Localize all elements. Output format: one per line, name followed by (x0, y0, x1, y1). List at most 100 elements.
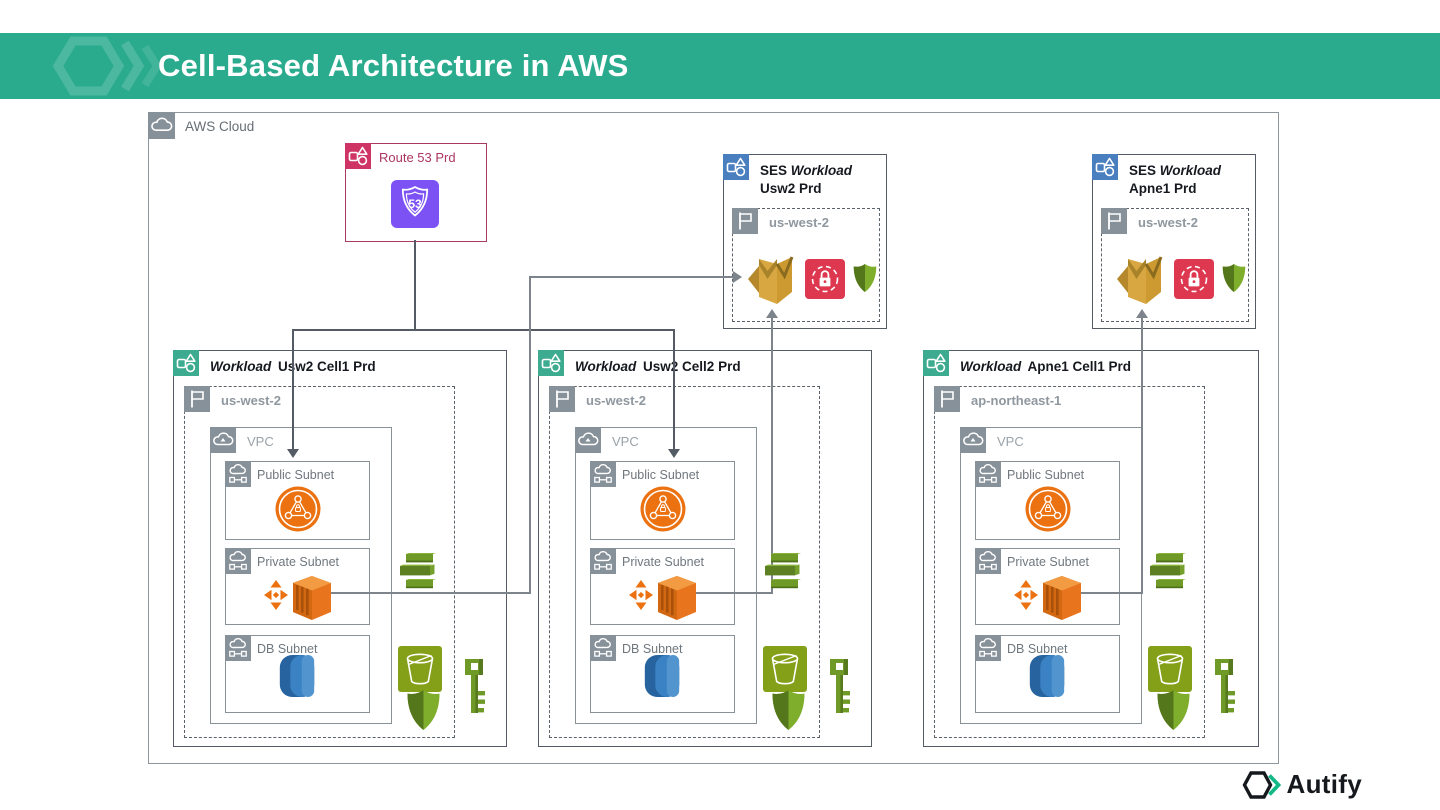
cell-title-name: Usw2 Cell1 Prd (278, 359, 376, 374)
private-subnet: Private Subnet (225, 548, 370, 625)
kms-key-icon (1210, 658, 1240, 715)
cell-title-name: Apne1 Cell1 Prd (1027, 359, 1132, 374)
subnet-label: DB Subnet (1007, 642, 1068, 656)
workload-icon (345, 143, 371, 169)
subnet-icon (590, 548, 616, 574)
cell-title-workload: Workload (960, 359, 1022, 374)
title-bar: Cell-Based Architecture in AWS (0, 33, 1440, 99)
aws-cloud-icon (148, 112, 175, 139)
public-subnet: Public Subnet (590, 461, 735, 540)
load-balancer-icon (1025, 486, 1071, 532)
public-subnet: Public Subnet (225, 461, 370, 540)
s3-bucket-icon (398, 646, 442, 692)
workload-icon (723, 154, 749, 180)
cell-title: Workload Usw2 Cell1 Prd (210, 358, 376, 376)
workload-icon (173, 350, 199, 376)
secrets-manager-icon (1174, 259, 1214, 299)
region-flag-icon (549, 386, 575, 412)
ses-title-name: Usw2 Prd (760, 180, 822, 196)
cell-apne1-cell1: Workload Apne1 Cell1 Prd ap-northeast-1 … (923, 350, 1259, 747)
cell-title: Workload Usw2 Cell2 Prd (575, 358, 741, 376)
region-label: us-west-2 (1138, 215, 1198, 230)
ses-icon (1116, 252, 1168, 306)
route53-label: Route 53 Prd (379, 150, 456, 165)
cell-title: Workload Apne1 Cell1 Prd (960, 358, 1131, 376)
region-label: us-west-2 (221, 393, 281, 408)
autify-hexagon-icon (1242, 770, 1282, 800)
ses-title-service: SES (760, 163, 788, 178)
subnet-label: DB Subnet (257, 642, 318, 656)
subnet-icon (975, 461, 1001, 487)
db-subnet: DB Subnet (225, 635, 370, 713)
subnet-icon (225, 635, 251, 661)
edge-cell1-to-ses-usw2 (529, 276, 734, 278)
private-subnet: Private Subnet (975, 548, 1120, 625)
edge-route53-fanout (292, 329, 675, 331)
kms-key-icon (460, 658, 490, 715)
vpc-group: VPC Public Subnet Private Subnet (575, 427, 757, 724)
arrowhead-into-ses-usw2-bottom (766, 309, 778, 318)
ses-icon (747, 252, 799, 306)
region-flag-icon (732, 208, 758, 234)
subnet-icon (590, 461, 616, 487)
workload-icon (538, 350, 564, 376)
brand-name: Autify (1286, 769, 1362, 799)
subnet-icon (590, 635, 616, 661)
brand-logo: Autify (1242, 769, 1362, 800)
region-group: us-west-2 VPC Public Subnet (549, 386, 820, 738)
subnet-label: Private Subnet (257, 555, 339, 569)
kms-key-icon (825, 658, 855, 715)
ses-title-service: SES (1129, 163, 1157, 178)
workload-icon (923, 350, 949, 376)
edge-route53-stem (414, 240, 416, 330)
edge-route53-to-cell2 (673, 329, 675, 451)
edge-cell1-ecs-out (330, 592, 530, 594)
subnet-icon (225, 461, 251, 487)
shield-icon (1155, 689, 1192, 731)
ecs-layers-icon (763, 553, 803, 591)
autoscaling-arrows-icon (262, 579, 290, 611)
route53-icon-number: 53 (408, 197, 422, 211)
region-flag-icon (934, 386, 960, 412)
subnet-label: DB Subnet (622, 642, 683, 656)
cell-title-workload: Workload (575, 359, 637, 374)
ses-usw2-group: SES Workload Usw2 Prd us-west-2 (723, 154, 887, 329)
region-group: us-west-2 (732, 208, 880, 322)
region-flag-icon (1101, 208, 1127, 234)
shield-icon (405, 689, 442, 731)
aws-cloud-label: AWS Cloud (185, 119, 255, 134)
arrowhead-into-cell2-public-subnet (668, 449, 680, 458)
ses-title-workload: Workload (1159, 163, 1222, 178)
route53-group: Route 53 Prd (345, 143, 487, 242)
ses-title-workload: Workload (790, 163, 853, 178)
aws-cloud-group: AWS Cloud (148, 112, 1279, 764)
s3-bucket-icon (763, 646, 807, 692)
region-group: ap-northeast-1 VPC Public Subnet (934, 386, 1205, 738)
workload-icon (1092, 154, 1118, 180)
region-label: us-west-2 (769, 215, 829, 230)
region-label: ap-northeast-1 (971, 393, 1062, 408)
ecs-container-icon (655, 575, 699, 621)
ecs-container-icon (290, 575, 334, 621)
ses-apne1-group: SES Workload Apne1 Prd us-west-2 (1092, 154, 1256, 329)
edge-cell3-to-ses-apne1 (1141, 318, 1143, 594)
subnet-icon (975, 635, 1001, 661)
arrowhead-into-cell1-public-subnet (287, 449, 299, 458)
region-group: us-west-2 (1101, 208, 1249, 322)
secrets-manager-icon (805, 259, 845, 299)
arrowhead-into-ses-usw2 (733, 271, 742, 283)
subnet-icon (225, 548, 251, 574)
subnet-label: Public Subnet (257, 468, 335, 482)
vpc-label: VPC (612, 434, 639, 449)
db-subnet: DB Subnet (975, 635, 1120, 713)
edge-cell1-riser (529, 277, 531, 594)
shield-icon (852, 261, 878, 295)
cell-usw2-cell1: Workload Usw2 Cell1 Prd us-west-2 VPC Pu… (173, 350, 507, 747)
edge-cell3-ecs-out (1078, 592, 1142, 594)
cell-title-name: Usw2 Cell2 Prd (643, 359, 741, 374)
rds-database-icon (276, 652, 318, 700)
edge-cell2-to-ses-usw2 (771, 318, 773, 594)
load-balancer-icon (640, 486, 686, 532)
edge-route53-to-cell1 (292, 329, 294, 451)
